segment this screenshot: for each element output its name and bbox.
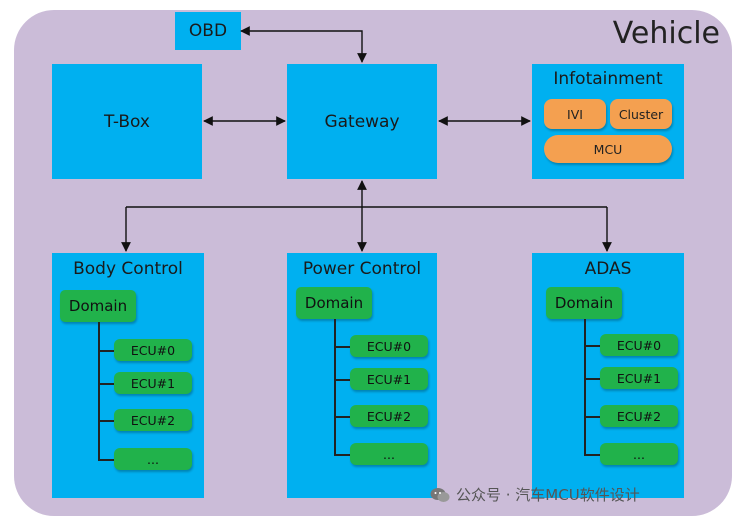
tree-trunk	[584, 319, 586, 455]
tree-branch	[584, 454, 600, 456]
ecu-block: ...	[114, 448, 192, 470]
tree-branch	[334, 379, 350, 381]
obd-gateway-arrow	[240, 26, 367, 63]
tree-branch	[584, 345, 600, 347]
domain-block: Domain	[546, 287, 622, 319]
tree-branch	[584, 378, 600, 380]
obd-box: OBD	[175, 12, 241, 50]
tree-branch	[98, 350, 114, 352]
tree-branch	[98, 383, 114, 385]
watermark-text: 公众号 · 汽车MCU软件设计	[456, 486, 640, 504]
cluster-block: Cluster	[610, 99, 672, 129]
ecu-block: ECU#2	[350, 405, 428, 427]
power-control-group: Power Control Domain ECU#0 ECU#1 ECU#2 .…	[287, 253, 437, 498]
wechat-icon	[430, 487, 450, 502]
tree-trunk	[334, 319, 336, 455]
gateway-box: Gateway	[287, 64, 437, 179]
tree-branch	[334, 416, 350, 418]
mcu-block: MCU	[544, 135, 672, 163]
domain-block: Domain	[60, 290, 136, 322]
group-title: Power Control	[302, 259, 422, 279]
tree-branch	[334, 346, 350, 348]
ecu-block: ECU#0	[600, 334, 678, 356]
group-title: Body Control	[73, 259, 183, 279]
ecu-block: ECU#0	[114, 339, 192, 361]
group-title: ADAS	[584, 259, 632, 279]
infotainment-box: Infotainment IVI Cluster MCU	[532, 64, 684, 179]
infotainment-title: Infotainment	[553, 69, 663, 89]
ivi-block: IVI	[544, 99, 606, 129]
tree-branch	[334, 454, 350, 456]
ecu-block: ECU#1	[350, 368, 428, 390]
tree-branch	[98, 459, 114, 461]
ecu-block: ...	[600, 443, 678, 465]
ecu-block: ECU#0	[350, 335, 428, 357]
ecu-block: ECU#2	[114, 409, 192, 431]
ecu-block: ...	[350, 443, 428, 465]
tbox-label: T-Box	[104, 111, 150, 132]
adas-group: ADAS Domain ECU#0 ECU#1 ECU#2 ...	[532, 253, 684, 498]
tbox-box: T-Box	[52, 64, 202, 179]
watermark: 公众号 · 汽车MCU软件设计	[430, 484, 640, 505]
tree-branch	[584, 416, 600, 418]
body-control-group: Body Control Domain ECU#0 ECU#1 ECU#2 ..…	[52, 253, 204, 498]
gateway-label: Gateway	[324, 111, 400, 132]
obd-label: OBD	[188, 21, 228, 41]
ecu-block: ECU#2	[600, 405, 678, 427]
vehicle-title: Vehicle	[612, 16, 720, 51]
ecu-block: ECU#1	[600, 367, 678, 389]
tree-branch	[98, 420, 114, 422]
domain-block: Domain	[296, 287, 372, 319]
ecu-block: ECU#1	[114, 372, 192, 394]
tree-trunk	[98, 322, 100, 460]
